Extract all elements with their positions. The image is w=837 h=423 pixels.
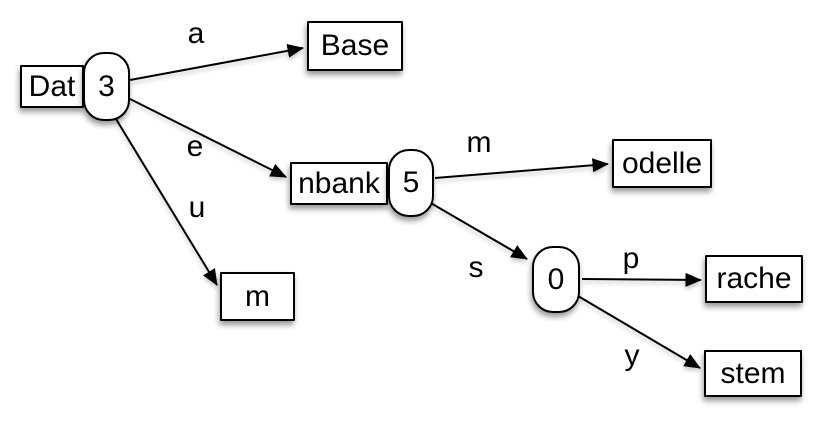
edge-n3-nbank [129, 98, 287, 178]
edge-lines [115, 43, 702, 369]
edge-n5-odelle [434, 158, 609, 179]
edge-n3-base [129, 43, 304, 81]
edge-n0-stem [577, 295, 701, 369]
edge-n5-n0 [428, 201, 528, 260]
edge-n3-m [115, 118, 218, 286]
edge-n0-rache [581, 272, 702, 287]
